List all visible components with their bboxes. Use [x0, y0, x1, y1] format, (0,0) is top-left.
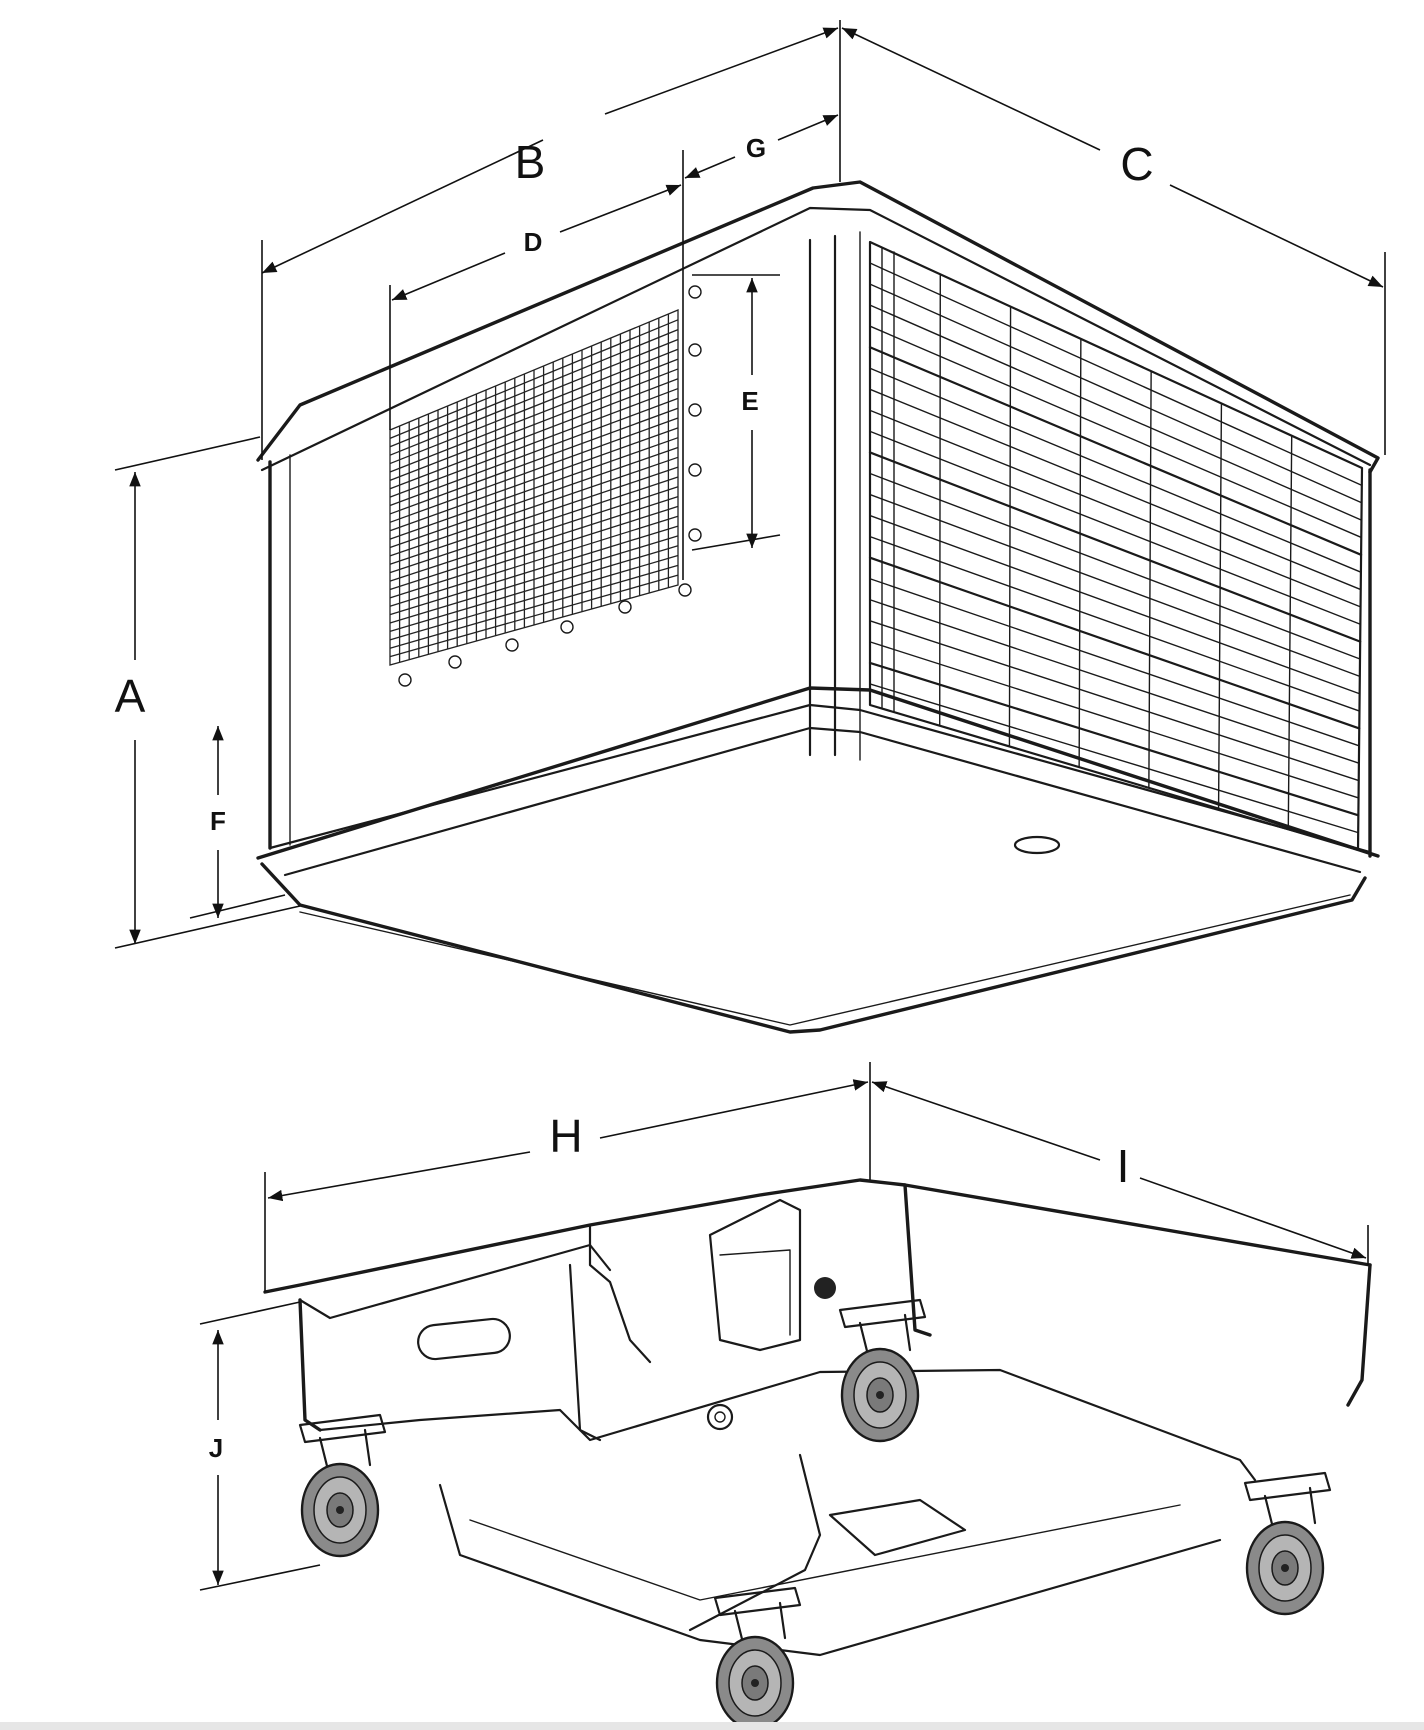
dimension-lines-top [114, 20, 1386, 949]
label-h: H [549, 1110, 582, 1162]
label-b: B [515, 136, 546, 188]
caster-wheel-1 [298, 1413, 387, 1558]
dimension-labels: A B C D E F G H I J [115, 133, 1154, 1463]
cooler-unit [256, 180, 1380, 1034]
bottom-strip [0, 1722, 1424, 1730]
label-i: I [1117, 1140, 1130, 1192]
label-j: J [209, 1433, 223, 1463]
caster-base [263, 1178, 1372, 1657]
label-f: F [210, 806, 226, 836]
label-c: C [1120, 138, 1153, 190]
label-e: E [741, 386, 758, 416]
caster-wheel-2 [838, 1298, 927, 1443]
dimension-lines-bottom [199, 1062, 1369, 1591]
front-louver-panel [868, 240, 1364, 852]
mounting-holes [398, 285, 702, 687]
caster-wheel-3 [1243, 1471, 1332, 1616]
label-a: A [115, 670, 146, 722]
side-mesh-grille [389, 309, 679, 666]
caster-wheel-4 [713, 1586, 802, 1730]
label-d: D [524, 227, 543, 257]
label-g: G [746, 133, 766, 163]
